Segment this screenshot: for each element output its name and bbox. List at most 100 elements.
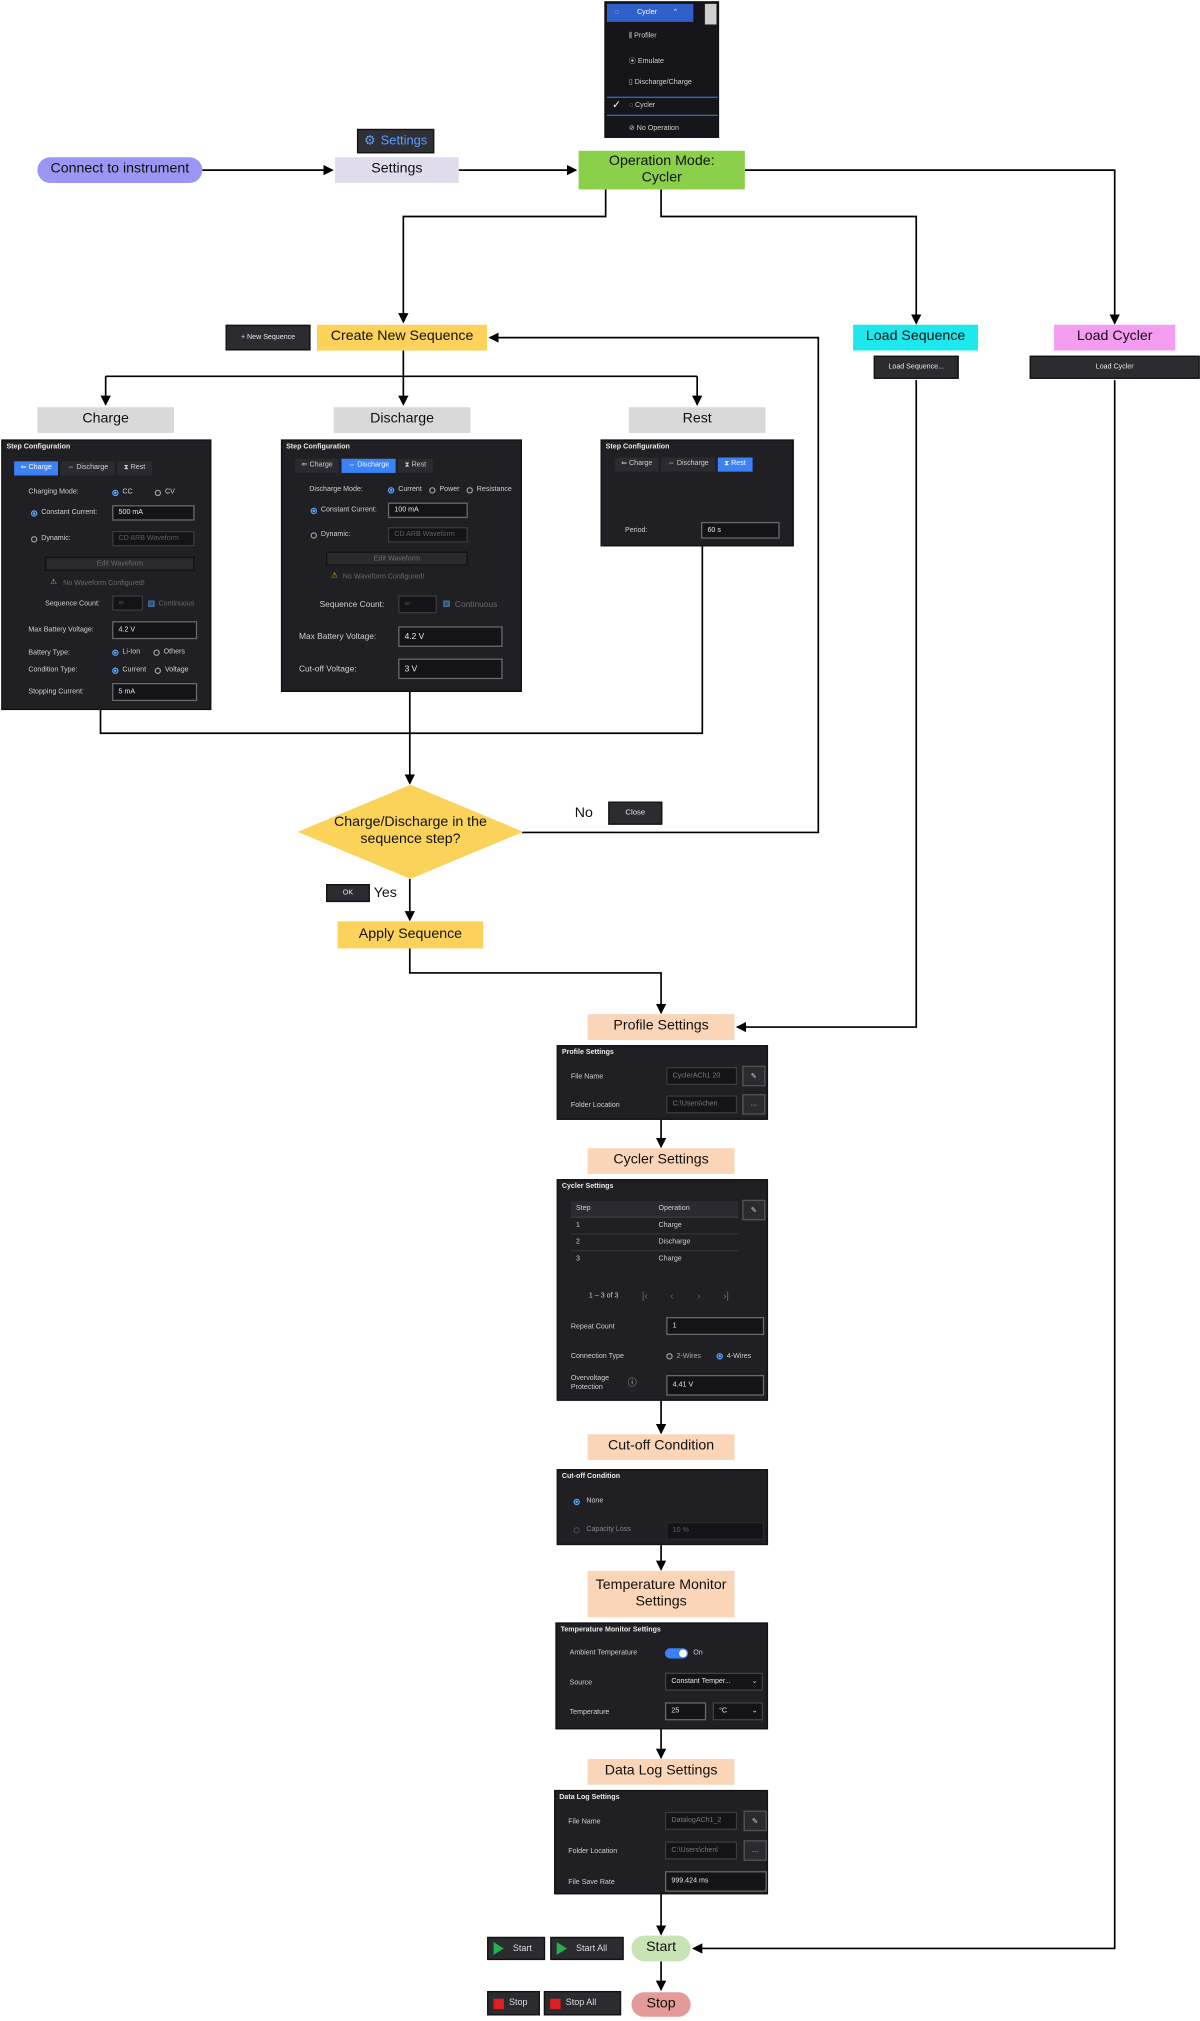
browse-button[interactable]: ...	[743, 1840, 767, 1861]
tab-charge[interactable]: ⇐ Charge	[295, 458, 340, 473]
load-cycler-button[interactable]: Load Cycler	[1029, 355, 1200, 379]
stopping-current-label: Stopping Current:	[28, 688, 84, 696]
prev-page-icon[interactable]: ‹	[670, 1289, 674, 1302]
continuous-checkbox[interactable]	[148, 600, 155, 607]
sequence-count-input[interactable]: ∞	[398, 595, 437, 614]
constant-current-input[interactable]: 100 mA	[387, 502, 468, 519]
mode-power-radio[interactable]	[429, 487, 436, 494]
tab-rest[interactable]: ⧗ Rest	[117, 461, 152, 476]
panel-title: Step Configuration	[605, 443, 670, 452]
load-sequence-button[interactable]: Load Sequence...	[873, 355, 959, 379]
tab-rest[interactable]: ⧗ Rest	[717, 457, 753, 472]
next-page-icon[interactable]: ›	[697, 1289, 701, 1302]
decision-shape	[297, 784, 524, 879]
overvoltage-input[interactable]: 4.41 V	[666, 1375, 765, 1396]
menu-item-discharge-charge[interactable]: ▯ Discharge/Charge	[628, 78, 692, 87]
rest-step-panel: Step Configuration ⇐ Charge ⇔ Discharge …	[600, 439, 794, 547]
period-input[interactable]: 60 s	[701, 521, 780, 539]
stop-button[interactable]: Stop	[487, 1990, 540, 2016]
menu-item-no-operation[interactable]: ⊘ No Operation	[628, 125, 679, 133]
dropdown-scrollbar[interactable]	[704, 3, 717, 25]
menu-item-profiler[interactable]: ⫼ Profiler	[628, 32, 657, 40]
continuous-checkbox[interactable]	[443, 600, 450, 607]
tab-charge[interactable]: ⇐ Charge	[14, 461, 59, 476]
menu-item-cycler[interactable]	[606, 96, 718, 116]
repeat-count-input[interactable]: 1	[666, 1317, 765, 1336]
temperature-input[interactable]: 25	[664, 1702, 707, 1721]
cycler-icon: ◌	[628, 101, 636, 110]
table-header	[570, 1201, 739, 1218]
capacity-loss-input[interactable]: 10 %	[666, 1521, 765, 1540]
new-sequence-button[interactable]: + New Sequence	[225, 324, 311, 351]
decision-label: Charge/Discharge in the sequence step?	[334, 814, 487, 847]
info-icon[interactable]: ⓘ	[627, 1378, 637, 1388]
cv-radio[interactable]	[154, 489, 162, 497]
stop-all-button[interactable]: Stop All	[543, 1990, 622, 2016]
tab-rest[interactable]: ⧗ Rest	[398, 458, 433, 473]
cc-radio[interactable]	[112, 489, 119, 497]
file-save-rate-input[interactable]: 999.424 ms	[664, 1871, 767, 1892]
panel-title: Step Configuration	[6, 443, 71, 452]
first-page-icon[interactable]: |‹	[641, 1289, 648, 1302]
start-all-button[interactable]: Start All	[550, 1936, 624, 1961]
cutoff-voltage-input[interactable]: 3 V	[398, 658, 503, 680]
ok-button[interactable]: OK	[326, 884, 370, 903]
arrow-opmode-create	[398, 189, 607, 324]
step-tabs: ⇐ Charge ⇔ Discharge ⧗ Rest	[614, 457, 753, 472]
constant-current-radio[interactable]	[30, 510, 38, 517]
max-battery-voltage-input[interactable]: 4.2 V	[112, 621, 198, 640]
max-battery-voltage-input[interactable]: 4.2 V	[398, 626, 503, 647]
dynamic-radio[interactable]	[30, 536, 38, 543]
mode-resistance-radio[interactable]	[466, 487, 473, 494]
tab-charge[interactable]: ⇐ Charge	[614, 457, 659, 472]
none-radio[interactable]	[573, 1498, 580, 1506]
pencil-icon[interactable]: ✎	[742, 1065, 766, 1087]
dynamic-select[interactable]: CD ARB Waveform	[112, 530, 195, 547]
tab-discharge[interactable]: ⇔ Discharge	[341, 458, 396, 473]
browse-button[interactable]: ...	[742, 1094, 766, 1115]
menu-item-emulate[interactable]: ⦿ Emulate	[628, 57, 664, 66]
close-button[interactable]: Close	[608, 801, 663, 825]
edit-waveform-button[interactable]: Edit Waveform	[45, 556, 195, 571]
constant-current-radio[interactable]	[310, 507, 318, 515]
dynamic-select[interactable]: CD ARB Waveform	[387, 527, 468, 543]
temperature-monitor-panel: Temperature Monitor Settings Ambient Tem…	[555, 1622, 769, 1730]
settings-node: Settings	[335, 157, 459, 183]
two-wires-label: 2-Wires	[676, 1353, 701, 1361]
pencil-icon[interactable]: ✎	[742, 1199, 766, 1221]
edit-waveform-button[interactable]: Edit Waveform	[326, 551, 468, 566]
condition-current-radio[interactable]	[112, 667, 119, 674]
pencil-icon[interactable]: ✎	[743, 1810, 767, 1832]
four-wires-radio[interactable]	[716, 1353, 723, 1360]
panel-title: Cut-off Condition	[561, 1472, 621, 1481]
mode-dropdown-header[interactable]: ◌ Cycler ⌃	[606, 3, 694, 22]
dynamic-label: Dynamic:	[320, 530, 351, 539]
others-label: Others	[163, 648, 185, 656]
sequence-count-input[interactable]: ∞	[112, 595, 144, 611]
dynamic-radio[interactable]	[310, 532, 318, 539]
stopping-current-input[interactable]: 5 mA	[112, 682, 198, 702]
others-radio[interactable]	[153, 649, 160, 656]
overvoltage-label: Overvoltage	[570, 1375, 610, 1383]
folder-location-input[interactable]: C:\Users\chen	[666, 1095, 738, 1114]
cc-label: CC	[122, 488, 133, 497]
tab-discharge[interactable]: ⇔ Discharge	[60, 461, 115, 476]
li-ion-radio[interactable]	[112, 649, 119, 656]
mode-current-radio[interactable]	[387, 487, 395, 494]
file-name-input[interactable]: CyclerACh1 20	[666, 1067, 738, 1086]
folder-location-input[interactable]: C:\Users\chenl	[664, 1841, 738, 1860]
source-select[interactable]: Constant Temper... ⌄	[664, 1672, 763, 1691]
file-name-input[interactable]: DatalogACh1_2	[664, 1811, 738, 1830]
ambient-toggle[interactable]	[664, 1648, 689, 1659]
tab-discharge[interactable]: ⇔ Discharge	[661, 457, 716, 472]
two-wires-radio[interactable]	[666, 1353, 673, 1360]
last-page-icon[interactable]: ›|	[722, 1289, 730, 1302]
temperature-unit-select[interactable]: °C ⌄	[712, 1702, 763, 1721]
condition-voltage-radio[interactable]	[154, 667, 162, 674]
start-button[interactable]: Start	[487, 1936, 546, 1961]
row-2-operation: Discharge	[658, 1238, 691, 1247]
constant-current-input[interactable]: 500 mA	[112, 505, 195, 521]
warning-icon: ⚠	[331, 572, 339, 580]
capacity-loss-radio[interactable]	[573, 1527, 580, 1534]
settings-button[interactable]: ⚙ Settings	[356, 128, 435, 154]
